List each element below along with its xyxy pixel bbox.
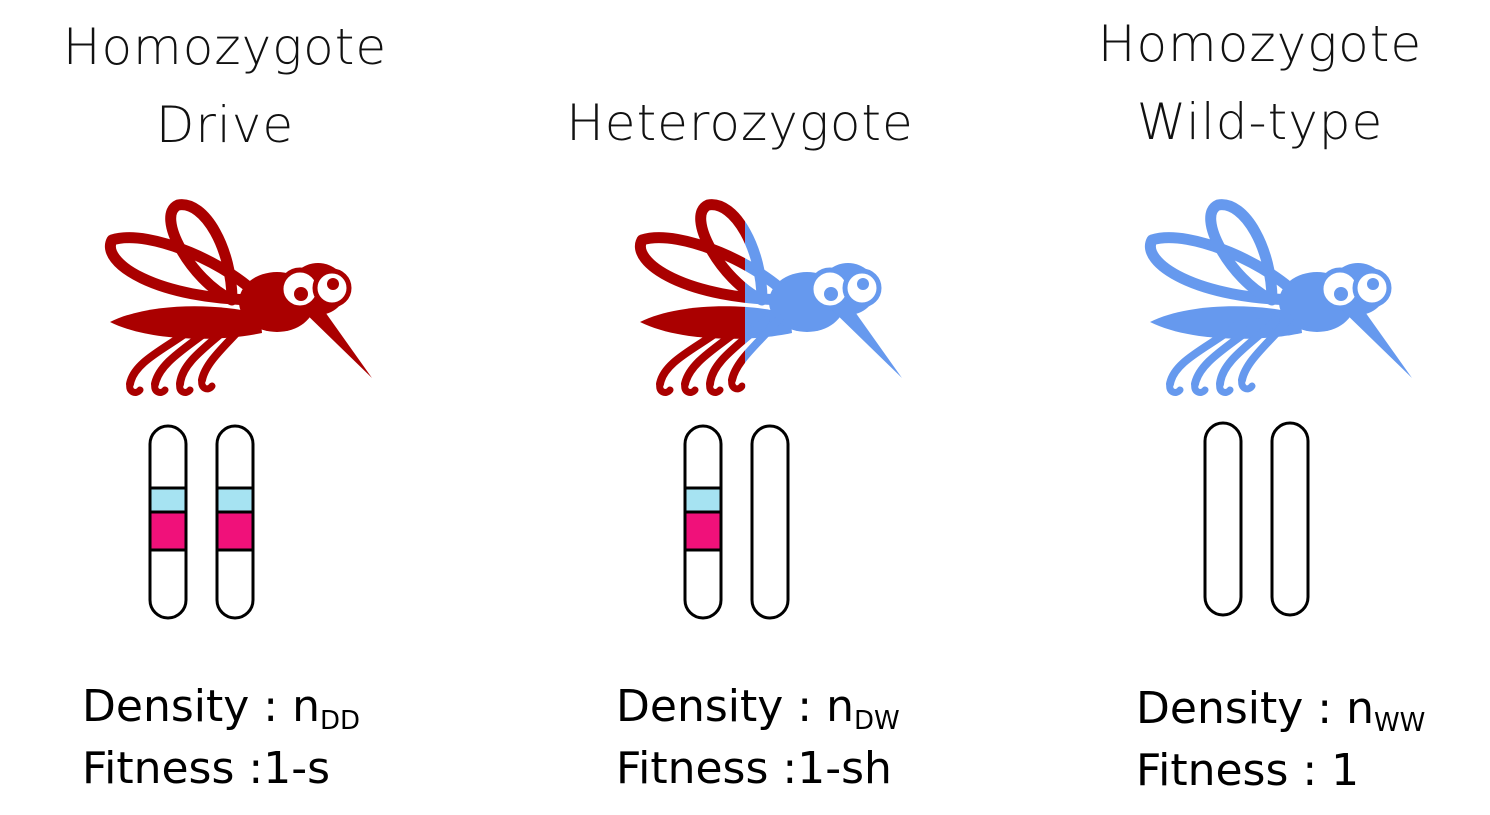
chromosome-pair bbox=[683, 424, 790, 620]
drive-band-magenta bbox=[148, 510, 188, 552]
drive-band-magenta bbox=[683, 510, 723, 552]
title-line-1: Homozygote bbox=[1097, 15, 1423, 73]
fitness-line: Fitness : 1 bbox=[1136, 745, 1360, 796]
panel-title: Heterozygote bbox=[530, 84, 950, 162]
panel-heterozygote: Heterozygote Density : nDW Fitness :1-sh bbox=[530, 0, 950, 815]
chromosome bbox=[683, 424, 723, 620]
mosquito-body bbox=[104, 199, 372, 396]
density-line: Density : nWW bbox=[1136, 683, 1426, 738]
genotype-info: Density : nDD Fitness :1-s bbox=[82, 676, 360, 800]
drive-band-cyan bbox=[148, 486, 188, 514]
drive-band-cyan bbox=[683, 486, 723, 514]
genotype-info: Density : nDW Fitness :1-sh bbox=[616, 676, 900, 800]
mosquito-icon bbox=[634, 199, 902, 396]
title-line-1: Homozygote bbox=[62, 18, 388, 76]
chromosome bbox=[750, 424, 790, 620]
panel-homozygote-wildtype: Homozygote Wild-type Density : nWW Fitne… bbox=[1050, 0, 1470, 815]
title-line-2: Drive bbox=[155, 96, 295, 154]
title-line-2: Wild-type bbox=[1136, 93, 1384, 151]
drive-band-cyan bbox=[215, 486, 255, 514]
density-line: Density : nDD bbox=[82, 681, 361, 736]
chromosome bbox=[148, 424, 188, 620]
fitness-line: Fitness :1-sh bbox=[616, 743, 892, 794]
panel-homozygote-drive: Homozygote Drive Density : nDD Fitness :… bbox=[0, 0, 450, 815]
chromosome bbox=[1270, 421, 1310, 617]
density-line: Density : nDW bbox=[616, 681, 900, 736]
mosquito-body bbox=[634, 199, 902, 396]
panel-title: Homozygote Wild-type bbox=[1050, 5, 1470, 161]
chromosome bbox=[215, 424, 255, 620]
mosquito-icon bbox=[1144, 199, 1412, 396]
title-line-1: Heterozygote bbox=[566, 94, 914, 152]
mosquito-body bbox=[1144, 199, 1412, 396]
fitness-line: Fitness :1-s bbox=[82, 743, 330, 794]
drive-band-magenta bbox=[215, 510, 255, 552]
panel-title: Homozygote Drive bbox=[0, 8, 450, 164]
chromosome bbox=[1203, 421, 1243, 617]
mosquito-icon bbox=[104, 199, 372, 396]
chromosome-pair bbox=[1203, 421, 1310, 617]
genotype-info: Density : nWW Fitness : 1 bbox=[1136, 678, 1425, 802]
chromosome-pair bbox=[148, 424, 255, 620]
